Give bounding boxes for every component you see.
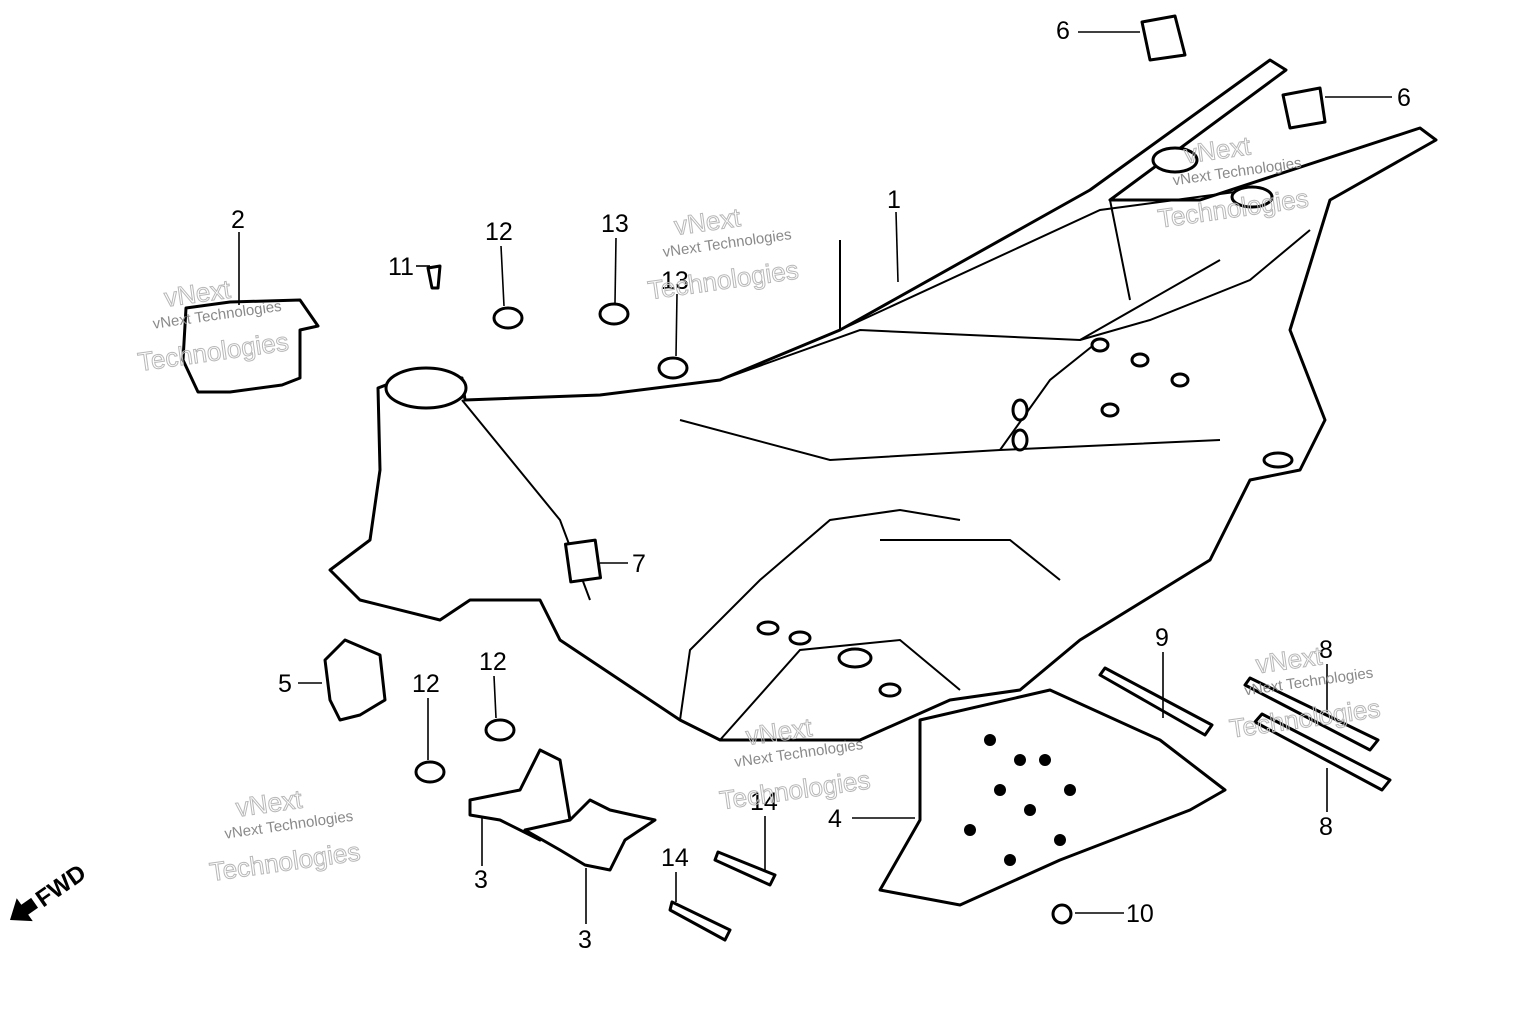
- forward-direction-indicator: FWD: [10, 859, 91, 922]
- callout-4: 4: [828, 805, 842, 833]
- callout-7: 7: [632, 550, 646, 578]
- part-3-plate-b: [523, 798, 657, 872]
- callout-10: 10: [1126, 900, 1154, 928]
- leader-lines: [238, 31, 1392, 924]
- svg-text:Technologies: Technologies: [208, 836, 362, 887]
- callout-11: 11: [388, 253, 414, 281]
- callout-13a: 13: [601, 210, 629, 238]
- bolts: [426, 264, 1392, 942]
- callout-5: 5: [278, 670, 292, 698]
- frame-body: [328, 58, 1438, 742]
- callout-9: 9: [1155, 624, 1169, 652]
- callout-14b: 14: [661, 844, 689, 872]
- callout-2: 2: [231, 206, 245, 234]
- callout-6b: 6: [1397, 84, 1411, 112]
- callout-3b: 3: [578, 926, 592, 954]
- part-4-skid-plate: [878, 688, 1227, 907]
- callout-6a: 6: [1056, 17, 1070, 45]
- callout-1: 1: [887, 186, 901, 214]
- part-6-cap-b: [1281, 86, 1327, 130]
- callout-8a: 8: [1319, 636, 1333, 664]
- callout-8b: 8: [1319, 813, 1333, 841]
- callout-14a: 14: [750, 788, 778, 816]
- svg-text:Technologies: Technologies: [646, 255, 800, 306]
- part-6-cap-a: [1140, 14, 1187, 62]
- callout-3a: 3: [474, 866, 488, 894]
- callout-12b: 12: [479, 648, 507, 676]
- nuts: [414, 302, 689, 784]
- callout-12a: 12: [485, 218, 513, 246]
- fwd-label: FWD: [31, 859, 91, 912]
- svg-text:Technologies: Technologies: [718, 765, 872, 816]
- part-5-bracket: [323, 638, 387, 722]
- part-2-guard: [181, 298, 320, 394]
- forward-arrow-icon: [10, 897, 39, 922]
- callout-13b: 13: [661, 267, 689, 295]
- callouts: 1 2 3 3 4 5 6 6 7 8 8 9 10 11 12 12 12 1…: [231, 17, 1411, 954]
- callout-12c: 12: [412, 670, 440, 698]
